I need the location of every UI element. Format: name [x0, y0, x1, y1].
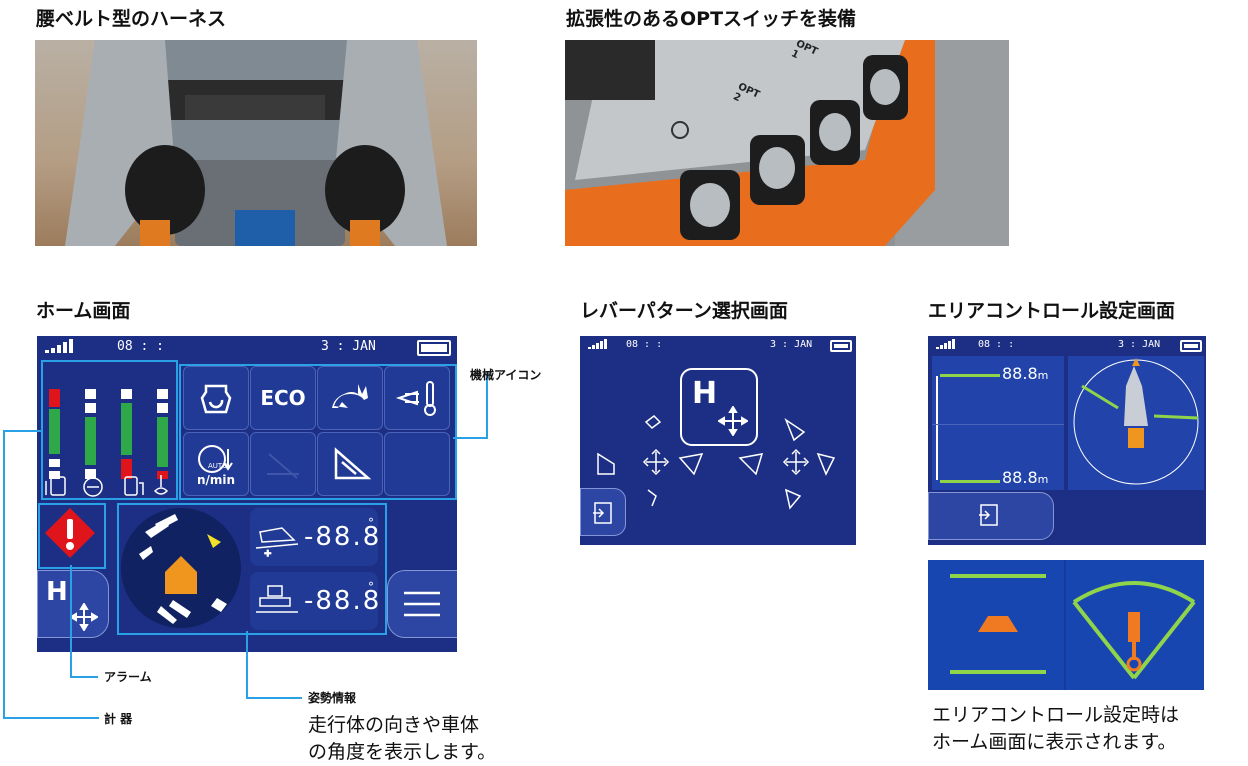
degree-sign: °: [368, 516, 374, 530]
auto-label: AUTO: [208, 462, 228, 470]
gauge-callout: 計 器: [104, 712, 133, 726]
signal-icon-2: [588, 339, 610, 352]
machine-icon-highlight: [179, 364, 457, 500]
back-icon: [593, 502, 612, 524]
engine-icon[interactable]: [183, 366, 249, 430]
upper-limit-value: 88.8m: [1002, 364, 1049, 383]
area-caption-1: エリアコントロール設定時は: [932, 704, 1180, 726]
lever-pattern-diagram: [597, 415, 836, 510]
signal-icon-3: [936, 339, 958, 352]
clock-text: 08 : :: [117, 339, 164, 354]
area-home-indicator: [928, 560, 1204, 690]
warmup-icon[interactable]: [384, 366, 450, 430]
date-text-2: 3 : JAN: [770, 339, 813, 350]
battery-icon: [417, 340, 451, 356]
posture-caption-2: の角度を表示します。: [308, 741, 497, 763]
lever-back-button[interactable]: [580, 488, 626, 536]
alarm-callout: アラーム: [104, 670, 152, 684]
date-text: 3 : JAN: [321, 339, 376, 354]
eco-button[interactable]: ECO: [250, 366, 316, 430]
pitch-angle-value: -88.8: [304, 586, 382, 616]
height-limit-panel: 88.8m 88.8m: [932, 356, 1064, 490]
gauge-def: [121, 389, 132, 489]
lower-limit-value: 88.8m: [1002, 468, 1049, 487]
gauge-panel: [43, 361, 171, 501]
area-control-screen: 08 : : 3 : JAN 88.8m 88.8m: [928, 336, 1206, 545]
harness-photo: [35, 40, 477, 246]
battery-icon-2: [830, 340, 852, 352]
lever-pattern-screen: 08 : : 3 : JAN H: [580, 336, 856, 545]
degree-sign-2: °: [368, 580, 374, 594]
clock-text-2: 08 : :: [626, 339, 663, 350]
hamburger-icon: [404, 591, 440, 617]
gauge-icons: [45, 475, 169, 497]
lever-mode-label: H: [692, 376, 718, 411]
roll-angle-display: + -88.8 °: [250, 508, 382, 566]
heading-compass: [121, 508, 241, 628]
harness-title: 腰ベルト型のハーネス: [36, 8, 227, 30]
blade-icon[interactable]: [317, 432, 383, 496]
date-text-3: 3 : JAN: [1118, 339, 1161, 350]
lever-h-button[interactable]: H: [680, 368, 758, 446]
gauge-highlight: [41, 360, 178, 500]
area-title: エリアコントロール設定画面: [928, 300, 1176, 322]
move-arrows-icon: [70, 603, 98, 631]
svg-text:+: +: [264, 549, 272, 558]
rabbit-icon[interactable]: [317, 366, 383, 430]
pitch-angle-display: -88.8 °: [250, 572, 382, 630]
posture-caption-1: 走行体の向きや車体: [308, 714, 480, 736]
clock-text-3: 08 : :: [978, 339, 1015, 350]
swing-limit-panel: [1068, 356, 1204, 490]
posture-callout: 姿勢情報: [308, 691, 357, 705]
auto-idle-button[interactable]: n/min: [183, 432, 249, 496]
swing-indicator: [1066, 560, 1204, 690]
signal-icon: [45, 339, 75, 357]
empty-slot: [384, 432, 450, 496]
alarm-icon: [41, 506, 99, 560]
rpm-unit: n/min: [196, 473, 236, 487]
home-title: ホーム画面: [36, 300, 131, 322]
alarm-highlight: [38, 503, 106, 569]
home-screen: 08 : : 3 : JAN: [37, 336, 457, 652]
menu-button[interactable]: [387, 570, 457, 638]
battery-icon-3: [1180, 340, 1202, 352]
machine-icon-callout: 機械アイコン: [470, 368, 542, 382]
roll-icon: +: [255, 527, 299, 558]
roll-angle-value: -88.8: [304, 522, 382, 552]
gauge-coolant: [157, 389, 168, 489]
gauge-fuel: [49, 389, 60, 489]
back-icon-2: [979, 504, 998, 526]
opt-title: 拡張性のあるOPTスイッチを装備: [566, 8, 857, 30]
posture-highlight: [117, 503, 387, 635]
lever-mode-button[interactable]: H: [37, 570, 109, 638]
disabled-icon: [250, 432, 316, 496]
gauge-oil: [85, 389, 96, 489]
mode-label: H: [46, 577, 68, 607]
pitch-icon: [256, 585, 298, 613]
area-caption-2: ホーム画面に表示されます。: [932, 731, 1177, 753]
move-arrows-icon-2: [718, 406, 748, 436]
swing-diagram: [1073, 358, 1199, 485]
lever-title: レバーパターン選択画面: [580, 300, 788, 322]
height-indicator: [928, 560, 1064, 690]
area-back-button[interactable]: [928, 492, 1054, 540]
